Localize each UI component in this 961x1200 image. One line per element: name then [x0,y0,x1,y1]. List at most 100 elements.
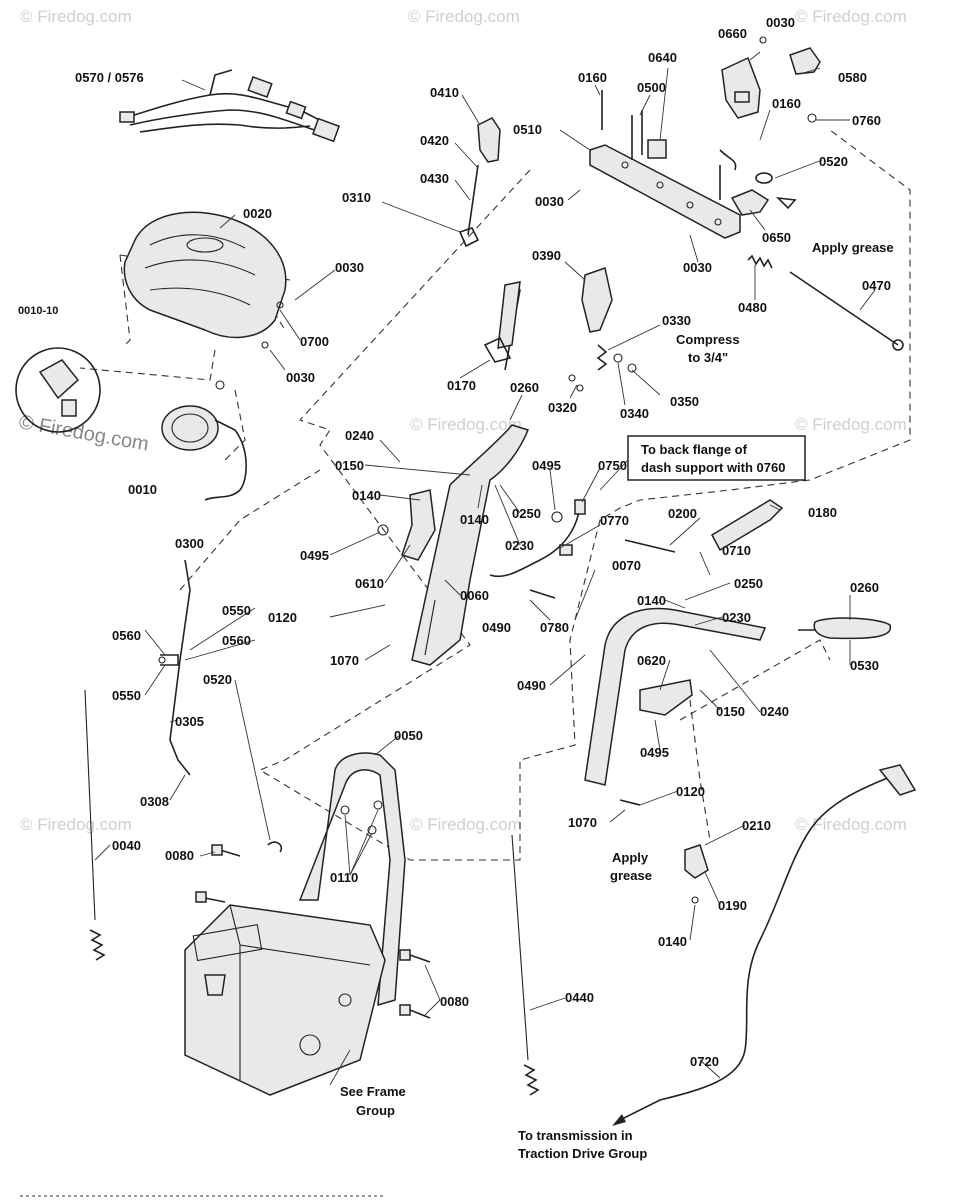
watermark: © Firedog.com [17,411,150,455]
part-label: 0140 [352,488,381,503]
dash-cover [123,211,287,349]
control-rods [158,559,191,776]
right-handle-tube [584,607,767,786]
part-label: 0410 [430,85,459,100]
watermark: © Firedog.com [408,7,520,26]
part-label: 0330 [662,313,691,328]
transmission-note: To transmission in [518,1128,633,1143]
part-label: 0210 [742,818,771,833]
hand-grip [798,617,892,640]
wiring-harness [119,69,341,143]
part-label: 0650 [762,230,791,245]
part-label: 0310 [342,190,371,205]
part-label: 0520 [203,672,232,687]
part-label: 0110 [330,870,358,885]
part-label: 0060 [460,588,489,603]
part-label: 0770 [600,513,629,528]
part-label: 0070 [612,558,641,573]
part-label: 0560 [112,628,141,643]
part-label: 0260 [510,380,539,395]
bracket-0190 [619,799,709,904]
part-label: 0340 [620,406,649,421]
cable-parts [719,113,817,216]
watermark: © Firedog.com [20,7,132,26]
part-label: 0510 [513,122,542,137]
part-label: 0020 [243,206,272,221]
part-label: 0240 [760,704,789,719]
key-switch [721,36,821,119]
auger-rod [747,254,904,351]
part-label: 0250 [734,576,763,591]
part-label: 0490 [517,678,546,693]
part-label: 0760 [852,113,881,128]
part-label: 0710 [722,543,751,558]
part-label: 0580 [838,70,867,85]
part-label: 0440 [565,990,594,1005]
part-label: 0320 [548,400,577,415]
part-label: 0700 [300,334,329,349]
part-label: 0190 [718,898,747,913]
part-label: 0308 [140,794,169,809]
part-label: 0305 [175,714,204,729]
watermark: © Firedog.com [795,815,907,834]
part-label: 0230 [505,538,534,553]
callout-box: To back flange of dash support with 0760 [599,435,806,491]
headlight-assembly [15,347,247,501]
part-label: 0480 [738,300,767,315]
compress-note: to 3/4" [688,350,728,365]
part-label: 0140 [658,934,687,949]
bolts [195,800,431,1019]
watermark: © Firedog.com [20,815,132,834]
part-label: 0140 [637,593,666,608]
compress-note: Compress [676,332,740,347]
notes: Apply grease Compress to 3/4" Apply grea… [340,240,894,1161]
part-label: 0300 [175,536,204,551]
part-label: 0720 [690,1054,719,1069]
watermarks: © Firedog.com © Firedog.com © Firedog.co… [17,7,907,834]
part-label: 0470 [862,278,891,293]
part-label: 0030 [286,370,315,385]
part-label: 0010-10 [18,305,58,317]
part-label: 0240 [345,428,374,443]
cable-0440 [511,834,540,1096]
part-label: 0080 [440,994,469,1009]
part-label: 0520 [819,154,848,169]
frame-handle [184,752,406,1096]
part-label: 0250 [512,506,541,521]
drive-handle [381,117,501,248]
part-label: 0390 [532,248,561,263]
transmission-note: Traction Drive Group [518,1146,647,1161]
part-label: 0350 [670,394,699,409]
auger-lever [624,499,784,553]
part-label: 0140 [460,512,489,527]
apply-grease-note: grease [610,868,652,883]
part-label: 0230 [722,610,751,625]
part-labels: 0570 / 0576 0410 0420 0430 0310 0020 003… [18,15,891,1069]
part-label: 0495 [640,745,669,760]
shift-plate [377,489,436,561]
part-label: 0080 [165,848,194,863]
part-label: 0010 [128,482,157,497]
part-label: 0750 [598,458,627,473]
part-label: 0550 [112,688,141,703]
bracket [568,267,637,392]
part-label: 0160 [772,96,801,111]
part-label: 0495 [532,458,561,473]
part-label: 0640 [648,50,677,65]
part-label: 0180 [808,505,837,520]
dash-support [589,90,741,239]
part-label: 0495 [300,548,329,563]
part-label: 0050 [394,728,423,743]
frame-group-note: Group [356,1103,395,1118]
part-label: 0200 [668,506,697,521]
part-label: 0170 [447,378,476,393]
part-label: 0430 [420,171,449,186]
part-label: 0500 [637,80,666,95]
part-label: 0490 [482,620,511,635]
part-label: 0030 [766,15,795,30]
part-label: 0420 [420,133,449,148]
part-label: 0150 [335,458,364,473]
watermark: © Firedog.com [410,815,522,834]
part-label: 0150 [716,704,745,719]
apply-grease-note: Apply grease [812,240,894,255]
